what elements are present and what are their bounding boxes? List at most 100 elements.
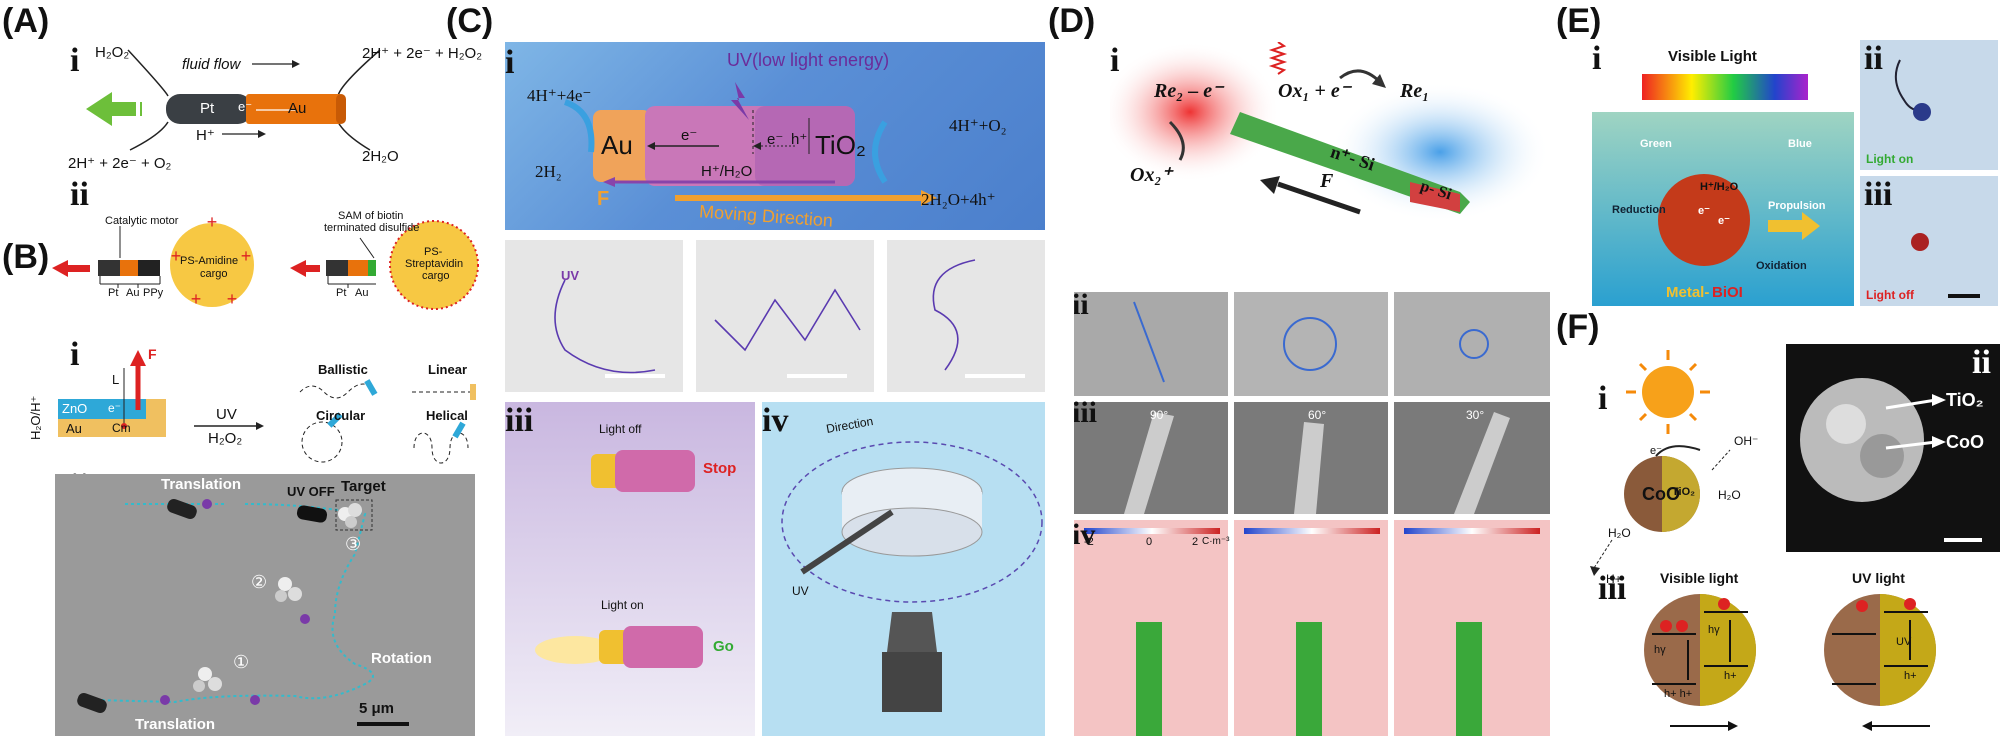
- c-h-label: h⁺: [791, 131, 808, 148]
- b-uv-label: UV: [216, 406, 237, 423]
- h2o2-label: H₂O₂: [95, 44, 130, 61]
- c-h-h2o-label: H⁺/H₂O: [701, 163, 753, 180]
- scale-bar-label: 5 μm: [359, 700, 395, 717]
- panel-b-ii-micrograph: Translation UV OFF Target Rotation Trans…: [55, 474, 475, 736]
- blue-label: Blue: [1788, 138, 1812, 150]
- e-h-h2o-label: H⁺/H₂O: [1700, 181, 1739, 193]
- pt-label: Pt: [200, 100, 215, 117]
- panel-e-i-diagram: i Visible Light Green Blue H⁺/H₂O Reduct…: [1592, 40, 1854, 306]
- subpanel-d-i: i: [1110, 42, 1120, 79]
- right-reaction-label: 2H⁺ + 2e⁻ + H₂O₂: [362, 45, 483, 62]
- translation-bottom-label: Translation: [135, 716, 216, 733]
- au-small-2: Au: [355, 287, 369, 299]
- catalytic-motor-label: Catalytic motor: [105, 215, 179, 227]
- cargo2-label-1: PS-: [424, 246, 443, 258]
- subpanel-a-ii: ii: [70, 176, 89, 213]
- ox2-label: Ox₂⁺: [1130, 164, 1172, 186]
- ballistic-label: Ballistic: [318, 362, 368, 377]
- subpanel-b-i: i: [70, 336, 80, 373]
- h-label-1: h+: [1724, 670, 1737, 682]
- hplus-f-label: H+: [1606, 572, 1622, 586]
- reduction-label: Reduction: [1612, 204, 1666, 216]
- circular-label: Circular: [316, 408, 366, 423]
- tio2-sphere-label: TiO₂: [1672, 486, 1696, 498]
- subpanel-d-iv: iv: [1074, 518, 1096, 551]
- h2o-left-label: H₂O: [1608, 526, 1631, 540]
- visible-light-f-label: Visible light: [1660, 570, 1739, 586]
- re1-label: Re₁: [1400, 80, 1430, 102]
- panel-c-iii-diagram: iii Light off Stop Light on Go: [505, 402, 755, 736]
- subpanel-f-iii: iii: [1598, 570, 1627, 607]
- b-au-label: Au: [66, 421, 82, 436]
- c-iv-uv-label: UV: [792, 584, 809, 598]
- ox1-label: Ox₁ + e⁻: [1278, 80, 1351, 102]
- subpanel-f-ii: ii: [1972, 344, 1991, 381]
- subpanel-c-iv: iv: [762, 402, 789, 439]
- go-label: Go: [713, 638, 734, 655]
- panel-label-b: (B): [2, 238, 50, 276]
- hydroxide-label: OH⁻: [1734, 434, 1759, 448]
- bioi-label: BiOI: [1712, 284, 1743, 301]
- e-electron-2: e⁻: [1718, 215, 1730, 227]
- light-off-label: Light off: [599, 422, 642, 436]
- f-electron-label: e⁻: [1650, 445, 1662, 457]
- subpanel-d-iii: iii: [1074, 396, 1098, 429]
- svg-text:+: +: [207, 212, 218, 232]
- ppy-small: PPy: [143, 287, 164, 299]
- au-small-1: Au: [126, 287, 140, 299]
- tio2-sem-label: TiO₂: [1946, 390, 1984, 410]
- electron-label: e⁻: [238, 99, 253, 114]
- uv-light-f-label: UV light: [1852, 570, 1905, 586]
- sam-label-1: SAM of biotin: [338, 210, 404, 222]
- cb-unit-label: C·m⁻³: [1202, 536, 1230, 547]
- c-h2-label: 2H₂: [535, 162, 562, 181]
- cm-label: Cm: [112, 421, 131, 435]
- c-e2-label: e⁻: [767, 131, 784, 148]
- water-label: 2H₂O: [362, 148, 399, 165]
- step-1-marker: ①: [233, 652, 250, 672]
- cargo2-label-3: cargo: [422, 270, 450, 282]
- svg-text:+: +: [191, 289, 202, 309]
- cb-max-label: 2: [1192, 536, 1199, 548]
- panel-e-ii-image: ii Light on: [1860, 40, 1998, 170]
- hh-label: h+ h+: [1664, 688, 1693, 700]
- sam-label-2: terminated disulfide: [324, 222, 420, 234]
- d-force-label: F: [1320, 170, 1334, 192]
- hplus-label: H⁺: [196, 127, 215, 144]
- b-electron-label: e⁻: [108, 401, 122, 415]
- svg-text:+: +: [227, 289, 238, 309]
- panel-label-e: (E): [1556, 2, 1602, 40]
- subpanel-f-i: i: [1598, 380, 1608, 417]
- c-force-label: F: [597, 188, 610, 210]
- angle-60-label: 60°: [1308, 408, 1327, 422]
- b-h2o2-label: H₂O₂: [208, 430, 243, 447]
- angle-90-label: 90°: [1150, 408, 1169, 422]
- e-light-off-label: Light off: [1866, 288, 1914, 302]
- h-label-2: h+: [1904, 670, 1917, 682]
- left-reaction-label: 2H⁺ + 2e⁻ + O₂: [68, 155, 172, 172]
- subpanel-d-ii: ii: [1074, 292, 1089, 321]
- cb-min-label: -2: [1084, 536, 1094, 548]
- light-on-label: Light on: [601, 598, 644, 612]
- e-light-on-label: Light on: [1866, 152, 1914, 166]
- hv-label-1: hγ: [1654, 644, 1666, 656]
- cb-zero-label: 0: [1146, 536, 1153, 548]
- c-e1-label: e⁻: [681, 127, 698, 144]
- c-right-bottom-label: 2H₂O+4h⁺: [921, 190, 996, 209]
- h2o-right-label: H₂O: [1718, 488, 1741, 502]
- panel-label-f: (F): [1556, 308, 1600, 346]
- hv-label-2: hγ: [1708, 624, 1720, 636]
- panel-c-i-diagram: i UV(low light energy) 4H⁺+4e⁻ 2H₂ Au e⁻…: [505, 42, 1045, 230]
- panel-d-i-diagram: i Re₂ – e⁻ Ox₁ + e⁻ Re₁ Ox₂⁺ n⁺- Si p- S…: [1110, 42, 1550, 232]
- cargo1-label-2: cargo: [200, 268, 228, 280]
- zno-label: ZnO: [62, 401, 88, 416]
- au-label: Au: [288, 100, 307, 117]
- subpanel-c-i: i: [505, 44, 515, 81]
- c-tio2-label: TiO₂: [815, 130, 867, 160]
- step-3-marker: ③: [345, 534, 362, 554]
- e-electron-1: e⁻: [1698, 205, 1710, 217]
- panel-c-iv-diagram: iv Direction UV: [762, 402, 1045, 736]
- panel-d-images: ii iii iv 90° 60° 30° -2 0 2 C·m⁻³: [1074, 292, 1550, 736]
- linear-label: Linear: [428, 362, 468, 377]
- length-label: L: [112, 372, 120, 387]
